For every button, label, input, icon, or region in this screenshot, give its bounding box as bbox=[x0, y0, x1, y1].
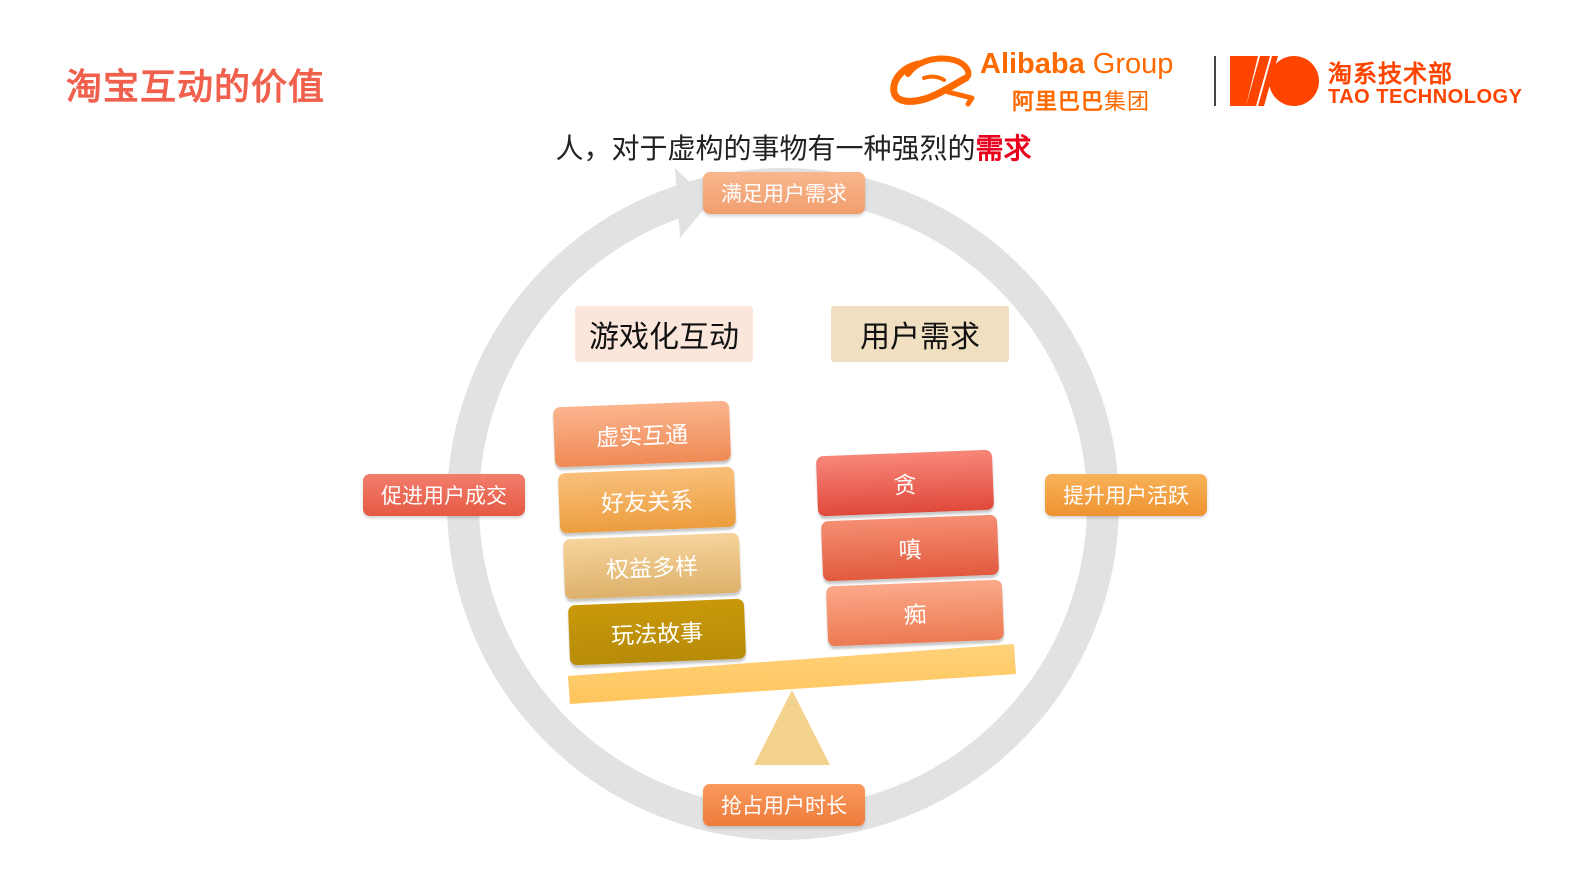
tao-dept-name-cn: 淘系技术部 bbox=[1328, 60, 1453, 88]
left-block-1: 虚实互通 bbox=[552, 400, 732, 468]
cycle-label-top: 满足用户需求 bbox=[703, 172, 865, 214]
left-title-box: 游戏化互动 bbox=[575, 306, 753, 362]
left-block-4: 玩法故事 bbox=[567, 598, 747, 666]
tao-dept-name-en: TAO TECHNOLOGY bbox=[1328, 86, 1523, 108]
right-title-box: 用户需求 bbox=[831, 306, 1009, 362]
cycle-label-bottom: 抢占用户时长 bbox=[703, 784, 865, 826]
balance-fulcrum bbox=[754, 690, 830, 765]
cycle-arrow-head bbox=[675, 168, 710, 238]
subtitle: 人，对于虚构的事物有一种强烈的需求 bbox=[0, 127, 1587, 167]
right-block-2: 嗔 bbox=[820, 514, 1000, 582]
brand-name-en: Alibaba Group bbox=[980, 48, 1174, 80]
tao-technology-logo-icon bbox=[1230, 56, 1319, 106]
brand-name-cn: 阿里巴巴集团 bbox=[1012, 90, 1151, 115]
cycle-label-left: 促进用户成交 bbox=[363, 474, 525, 516]
subtitle-text: 人，对于虚构的事物有一种强烈的 bbox=[555, 132, 976, 165]
right-block-1: 贪 bbox=[815, 449, 995, 517]
right-block-3: 痴 bbox=[825, 579, 1005, 647]
left-block-3: 权益多样 bbox=[562, 532, 742, 600]
brand-divider bbox=[1214, 56, 1216, 106]
left-block-2: 好友关系 bbox=[557, 466, 737, 534]
balance-beam bbox=[568, 644, 1016, 704]
subtitle-highlight: 需求 bbox=[975, 132, 1032, 165]
page-title: 淘宝互动的价值 bbox=[66, 67, 326, 108]
cycle-label-right: 提升用户活跃 bbox=[1045, 474, 1207, 516]
alibaba-smile-logo-icon bbox=[890, 55, 975, 107]
